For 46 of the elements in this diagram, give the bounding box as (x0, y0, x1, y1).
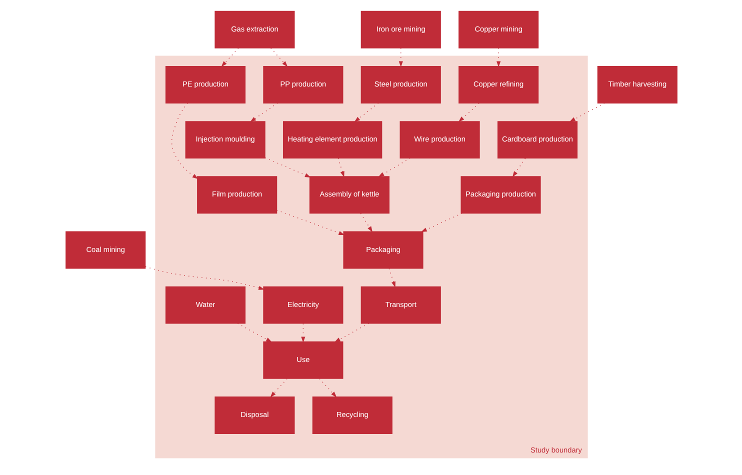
arrow (496, 48, 500, 68)
node-box: Recycling (312, 396, 392, 434)
node-box: Copper mining (458, 10, 538, 48)
arrow (250, 102, 278, 122)
node-box: Coal mining (65, 231, 146, 269)
arrow (270, 378, 287, 398)
arrow (270, 48, 288, 67)
node-box: Film production (196, 176, 277, 214)
node-box: Timber harvesting (596, 66, 677, 104)
node-box: Steel production (360, 66, 440, 104)
arrow (220, 48, 238, 67)
arrow (458, 102, 479, 122)
arrow (334, 323, 368, 342)
arrow (512, 158, 526, 178)
node-box: Use (262, 341, 343, 379)
arrow (378, 158, 410, 178)
arrow (388, 268, 395, 288)
arrow (360, 213, 372, 232)
node-box: Copper refining (458, 66, 538, 104)
arrow (568, 102, 604, 122)
arrow (398, 48, 402, 68)
node-box: Gas extraction (214, 10, 294, 48)
arrow (318, 378, 336, 398)
arrow (420, 212, 462, 232)
node-box: Assembly of kettle (308, 176, 389, 214)
node-box: Transport (360, 286, 440, 324)
arrow (236, 323, 272, 342)
node-box: Heating element production (282, 121, 382, 159)
node-box: PE production (164, 66, 246, 104)
arrow (354, 102, 378, 122)
arrow (300, 323, 305, 343)
node-box: Packaging production (460, 176, 540, 214)
arrow (276, 210, 344, 236)
node-box: Iron ore mining (360, 10, 440, 48)
node-box: Wire production (399, 121, 480, 159)
node-box: PP production (262, 66, 343, 104)
node-box: Water (164, 286, 246, 324)
node-box: Electricity (262, 286, 343, 324)
arrow (170, 102, 198, 179)
node-box: Packaging (342, 231, 423, 269)
arrow (337, 158, 344, 178)
node-box: Disposal (214, 396, 294, 434)
arrow (144, 266, 264, 290)
arrow (264, 157, 310, 178)
node-box: Cardboard production (496, 121, 578, 159)
node-box: Injection moulding (184, 121, 265, 159)
